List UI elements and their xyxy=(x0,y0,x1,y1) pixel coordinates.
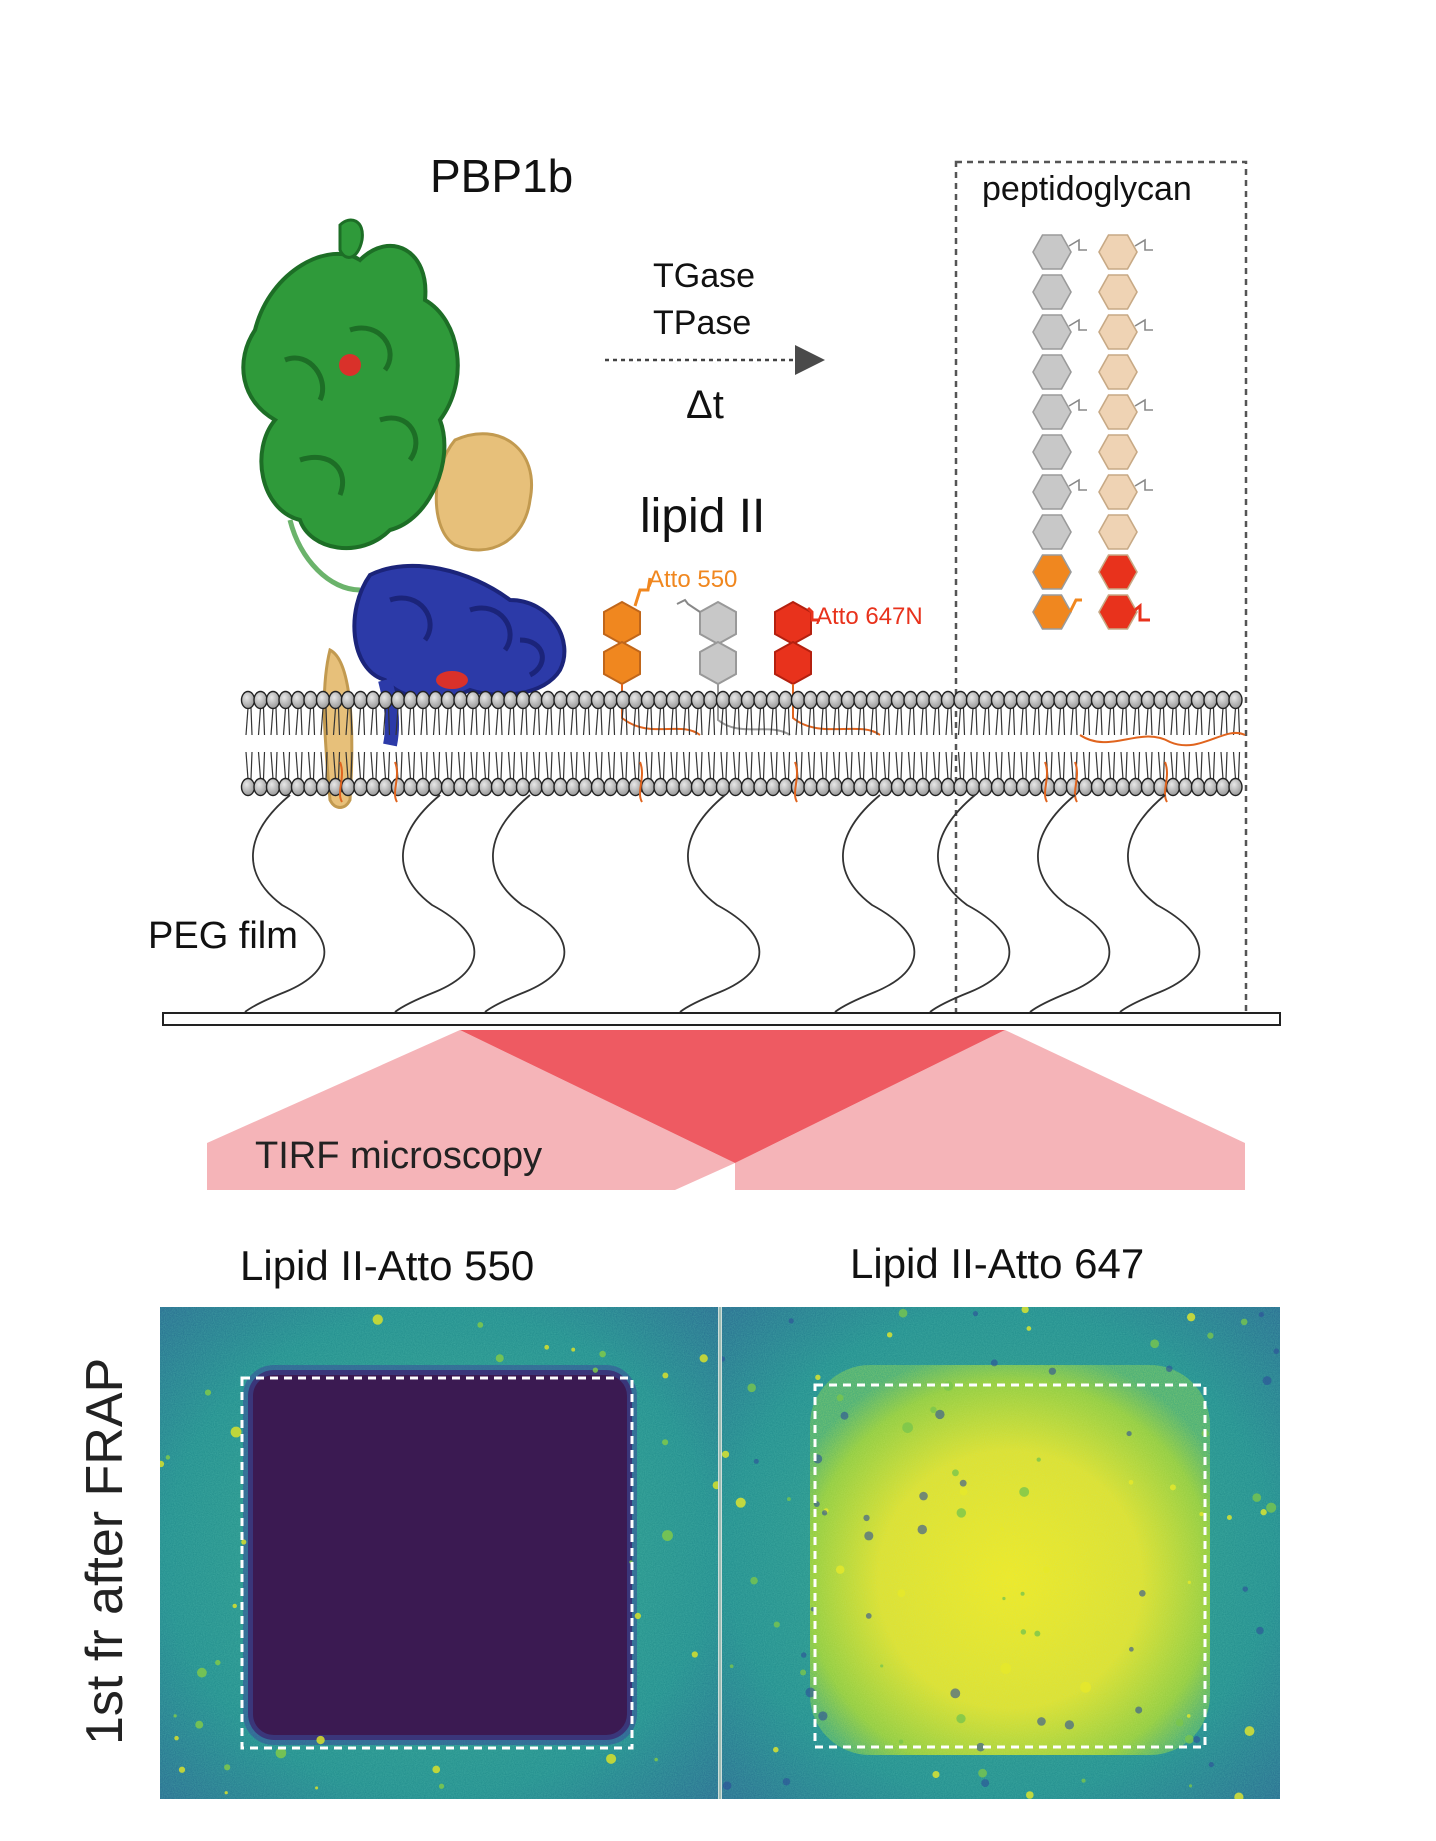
tpase-label: TPase xyxy=(653,304,751,342)
peptidoglycan-box xyxy=(954,160,1248,1026)
frap-roi-left xyxy=(240,1376,634,1750)
panel-left-title: Lipid II-Atto 550 xyxy=(240,1242,534,1289)
peptidoglycan-chains xyxy=(1032,234,1153,630)
tgase-label: TGase xyxy=(653,257,755,295)
tirf-label: TIRF microscopy xyxy=(255,1135,542,1177)
panel-left-image xyxy=(160,1307,718,1799)
lipid-ii-atto550-molecule xyxy=(603,577,701,736)
lipid-ii-unlabeled-molecule xyxy=(676,598,791,736)
atto647n-label: Atto 647N xyxy=(816,603,923,630)
tirf-beams xyxy=(207,1030,1245,1190)
pbp1b-protein-structure xyxy=(241,218,567,809)
lipid-ii-label: lipid II xyxy=(640,490,765,543)
peg-film-polymers xyxy=(244,794,1201,1013)
row-label: 1st fr after FRAP xyxy=(76,1358,134,1745)
peptidoglycan-label: peptidoglycan xyxy=(982,170,1192,208)
pbp1b-label: PBP1b xyxy=(430,150,573,202)
atto550-label: Atto 550 xyxy=(648,566,737,593)
lipid-bilayer xyxy=(240,690,1246,803)
panel-right-title: Lipid II-Atto 647 xyxy=(850,1240,1144,1287)
glass-slide xyxy=(162,1012,1281,1026)
panel-right-image xyxy=(722,1307,1280,1799)
peg-film-label: PEG film xyxy=(148,915,298,957)
frap-roi-right xyxy=(813,1383,1207,1749)
delta-t-label: Δt xyxy=(686,383,724,427)
